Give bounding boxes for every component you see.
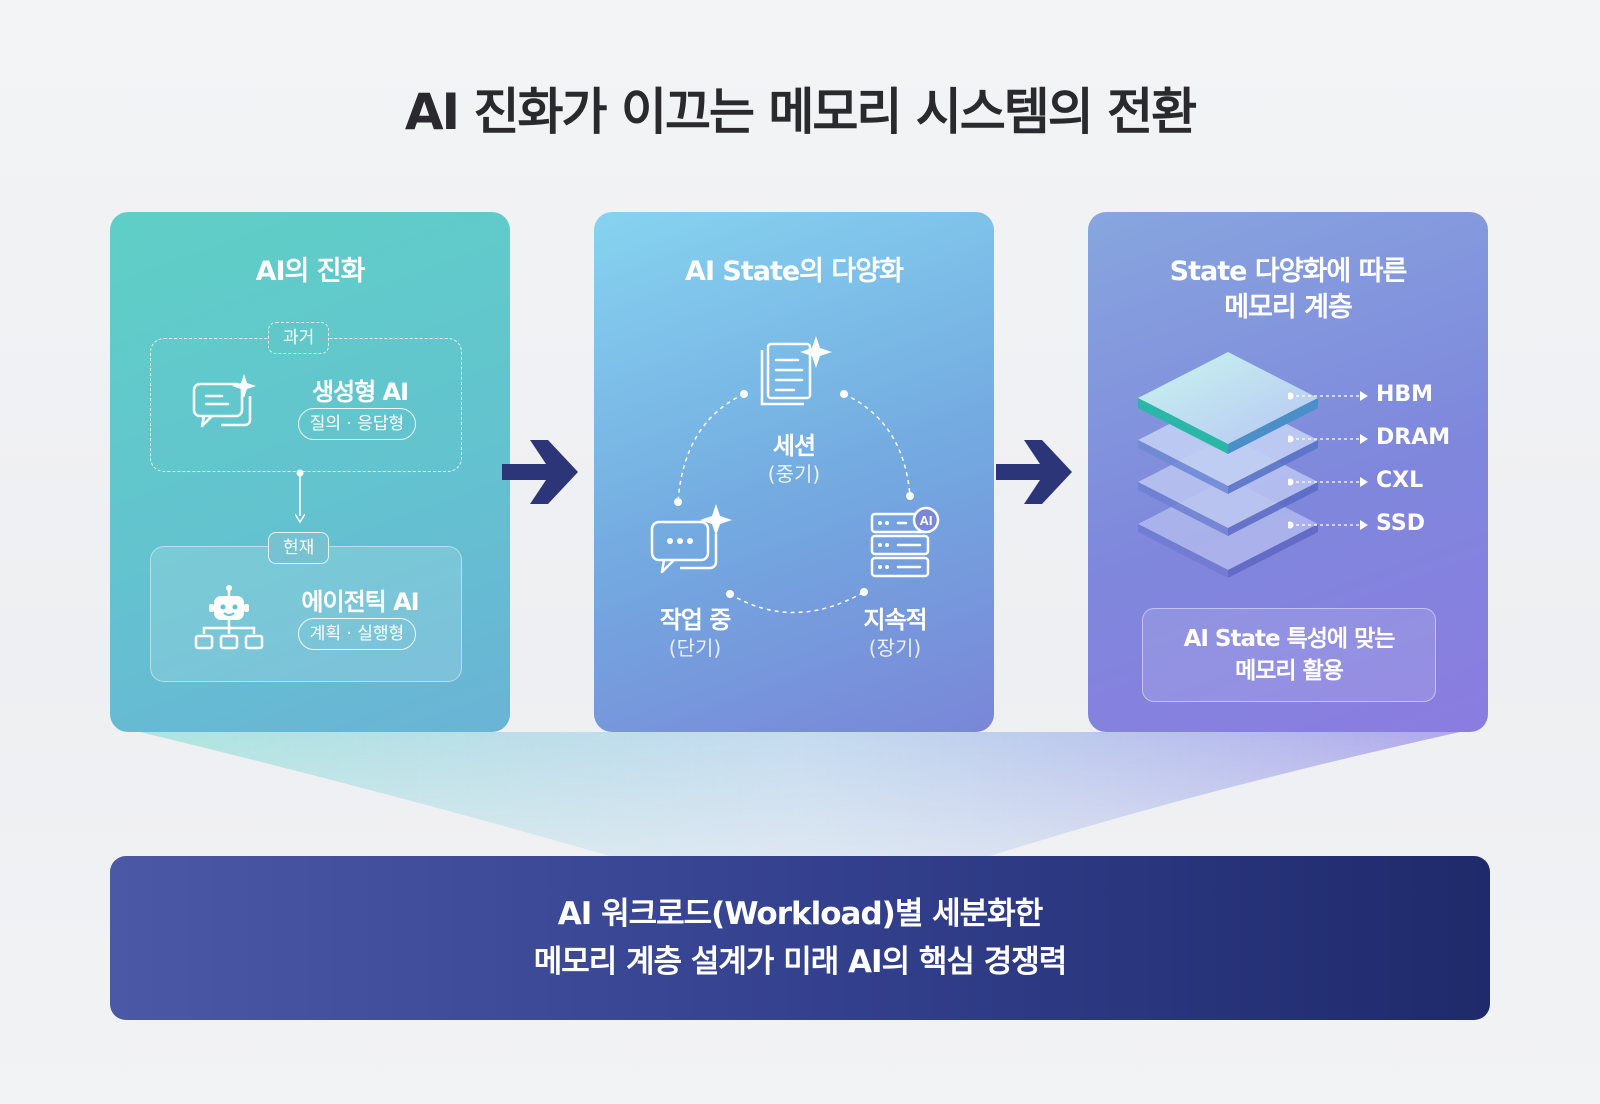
conclusion-bar: AI 워크로드(Workload)별 세분화한 메모리 계층 설계가 미래 AI… (110, 856, 1490, 1020)
persistent-label: 지속적 (863, 606, 927, 634)
session-label: 세션 (772, 432, 816, 460)
document-sparkle-icon (760, 336, 832, 406)
past-tag: 과거 (268, 322, 330, 354)
panel-title-line2: 메모리 계층 (1224, 292, 1353, 323)
panel-title-line1: State 다양화에 따른 (1169, 256, 1408, 287)
agentic-ai-label: 에이전틱 AI (301, 588, 419, 616)
panel-ai-state: AI State의 다양화 세션 (중기) 작업 중 (단기) AI 지속적 (… (594, 212, 994, 732)
working-sub: (단기) (668, 636, 722, 660)
use-line1: AI State 특성에 맞는 (1183, 626, 1396, 652)
working-label: 작업 중 (659, 606, 732, 634)
persistent-sub: (장기) (868, 636, 922, 660)
present-tag: 현재 (268, 532, 330, 564)
conclusion-line1: AI 워크로드(Workload)별 세분화한 (557, 896, 1043, 932)
conclusion-line2: 메모리 계층 설계가 미래 AI의 핵심 경쟁력 (533, 944, 1068, 980)
tier-dram: DRAM (1376, 425, 1451, 450)
server-ai-icon: AI (870, 506, 940, 578)
chat-sparkle-icon (192, 374, 256, 428)
tier-cxl: CXL (1376, 468, 1424, 493)
down-arrow-icon (295, 469, 305, 524)
memory-use-box: AI State 특성에 맞는 메모리 활용 (1142, 608, 1436, 702)
chat-dots-sparkle-icon (650, 504, 732, 574)
robot-agent-icon (194, 585, 264, 650)
generative-ai-label: 생성형 AI (311, 378, 409, 406)
right-arrow-icon (996, 440, 1072, 504)
cycle-ring (674, 390, 914, 614)
tier-hbm: HBM (1376, 382, 1434, 407)
panel-ai-evolution: AI의 진화 과거 생성형 AI 질의 · 응답형 현재 에이전틱 AI 계획 … (110, 212, 510, 732)
panel-title: AI의 진화 (255, 256, 366, 287)
use-line2: 메모리 활용 (1235, 658, 1344, 684)
right-arrow-icon (502, 440, 578, 504)
panel-title: AI State의 다양화 (685, 256, 904, 287)
qa-pill: 질의 · 응답형 (298, 408, 416, 440)
session-sub: (중기) (767, 462, 821, 486)
tier-leader-lines (1288, 391, 1368, 530)
server-badge: AI (920, 513, 933, 528)
plan-exec-pill: 계획 · 실행형 (298, 618, 416, 650)
panel-memory-tiers: State 다양화에 따른 메모리 계층 (1088, 212, 1488, 732)
tier-ssd: SSD (1376, 511, 1425, 536)
memory-stack-icon (1138, 352, 1318, 578)
page-title: AI 진화가 이끄는 메모리 시스템의 전환 (404, 83, 1197, 141)
